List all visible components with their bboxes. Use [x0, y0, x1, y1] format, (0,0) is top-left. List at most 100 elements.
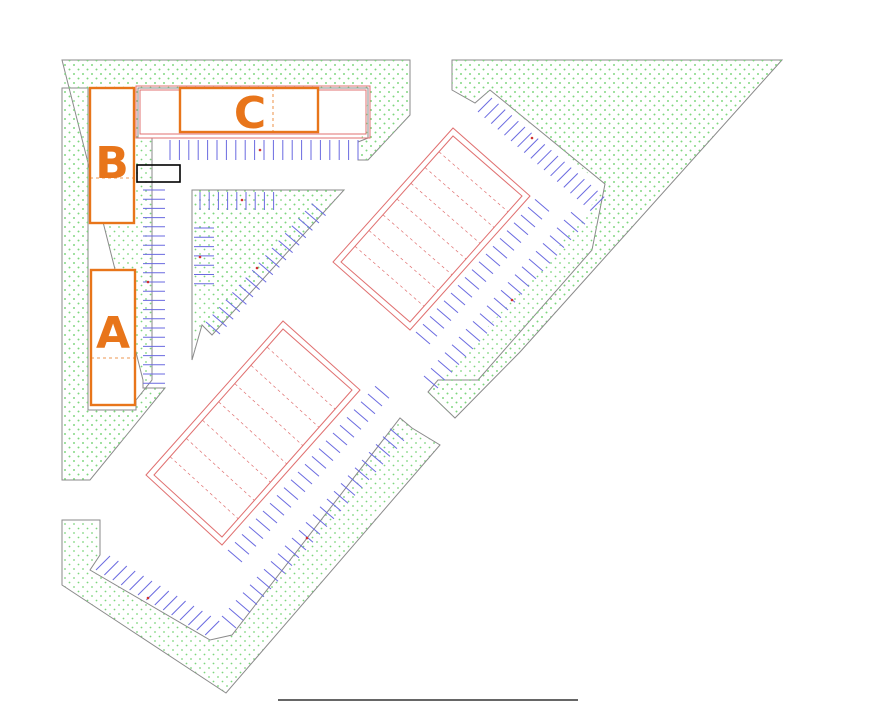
survey-marker: [146, 280, 150, 284]
parking-stall-line: [361, 459, 377, 473]
parking-stall-line: [256, 576, 272, 590]
parking-stall-line: [188, 610, 203, 626]
parking-stall-line: [497, 115, 513, 130]
parking-stall-line: [332, 432, 348, 446]
selection-box[interactable]: [136, 164, 181, 183]
building-c-label: C: [234, 88, 266, 139]
parking-stall-line: [429, 316, 445, 329]
parking-stall-line: [234, 541, 250, 555]
parking-stall-line: [490, 109, 506, 124]
building-b[interactable]: B: [88, 86, 136, 225]
parking-stall-line: [235, 600, 251, 613]
parking-stall-line: [112, 565, 128, 581]
parking-stall-line: [238, 284, 254, 298]
parking-stall-line: [504, 120, 519, 136]
pad-subdivision-line: [234, 383, 304, 447]
parking-stall-line: [360, 401, 376, 415]
parking-stall-line: [423, 375, 439, 389]
center-pad-outline: [332, 127, 531, 331]
parking-stall-line: [205, 321, 221, 335]
parking-stall-line: [95, 555, 111, 571]
parking-stall-line: [465, 328, 481, 342]
building-a-outline[interactable]: [89, 268, 137, 407]
parking-stall-line: [318, 448, 334, 461]
parking-stall-line: [534, 199, 550, 212]
parking-stall-line: [530, 144, 546, 159]
parking-stall-line: [297, 471, 313, 485]
parking-stall-line: [304, 210, 320, 224]
pad-subdivision-line: [202, 420, 271, 483]
parking-stall-line: [228, 607, 244, 621]
buildings: B A C: [88, 86, 320, 407]
building-c[interactable]: C: [178, 86, 320, 139]
parking-stall-line: [451, 344, 467, 358]
parking-stall-line: [492, 245, 508, 259]
parking-stall-line: [528, 258, 544, 272]
parking-stall-line: [471, 269, 487, 282]
parking-stall-line: [556, 167, 572, 182]
parking-stall-line: [262, 510, 278, 524]
parking-stall-line: [457, 284, 473, 298]
parking-stall-line: [556, 227, 572, 241]
stalls-north-row: [169, 140, 359, 160]
parking-stall-line: [269, 502, 285, 516]
parking-stall-line: [510, 126, 526, 142]
parking-stall-line: [563, 219, 579, 233]
parking-stall-line: [263, 568, 279, 582]
stalls-pad1-right: [415, 199, 550, 345]
parking-stall-line: [368, 451, 384, 465]
parking-stall-line: [520, 214, 536, 228]
parking-stall-line: [437, 360, 453, 373]
survey-marker: [305, 536, 309, 540]
pad-subdivision-line: [424, 167, 495, 228]
pad-subdivision-line: [169, 456, 239, 520]
survey-marker: [198, 255, 202, 259]
building-c-outline[interactable]: [178, 86, 320, 134]
parking-stall-line: [472, 321, 488, 334]
parking-stall-line: [241, 534, 257, 547]
pad-subdivision-line: [218, 401, 288, 465]
pad-subdivision-line: [368, 230, 439, 291]
building-a[interactable]: A: [89, 268, 137, 407]
parking-stall-line: [340, 483, 356, 496]
parking-stall-line: [513, 222, 529, 236]
parking-stall-line: [251, 269, 267, 283]
parking-stall-line: [120, 570, 136, 586]
parking-stall-line: [277, 553, 293, 566]
parking-stall-line: [283, 487, 299, 500]
pad-subdivision-line: [438, 151, 509, 213]
parking-stall-line: [493, 297, 509, 311]
parking-stall-line: [212, 314, 227, 327]
parking-stall-line: [506, 230, 522, 243]
parking-stall-line: [347, 475, 363, 488]
building-b-outline[interactable]: [88, 86, 136, 225]
parking-stall-line: [570, 211, 586, 225]
survey-marker: [146, 596, 150, 600]
parking-stall-line: [221, 615, 237, 629]
parking-stall-line: [583, 190, 598, 206]
center-pad-outline-inner: [340, 135, 523, 323]
parking-stall-line: [382, 436, 398, 449]
parking-stall-line: [291, 225, 307, 239]
stalls-south-lower: [221, 428, 405, 629]
parking-stall-line: [249, 584, 265, 598]
parking-stripes: [95, 97, 605, 636]
parking-stall-line: [305, 522, 321, 535]
building-b-label: B: [95, 138, 129, 189]
pad-subdivision-line: [250, 365, 320, 428]
parking-stall-line: [527, 206, 543, 220]
parking-stall-line: [311, 456, 327, 469]
parking-stall-line: [535, 250, 551, 264]
parking-stall-line: [430, 367, 446, 381]
parking-stall-line: [507, 282, 523, 295]
parking-stall-line: [179, 605, 195, 621]
parking-stall-line: [415, 331, 431, 345]
parking-stall-line: [485, 253, 501, 267]
parking-stall-line: [537, 149, 552, 165]
parking-stall-line: [346, 417, 362, 430]
parking-stall-line: [171, 600, 186, 616]
parking-stall-line: [333, 490, 349, 504]
stalls-island-top: [199, 192, 275, 210]
upper-left-lot-outline: [135, 85, 371, 139]
pad-subdivision-line: [396, 198, 467, 260]
